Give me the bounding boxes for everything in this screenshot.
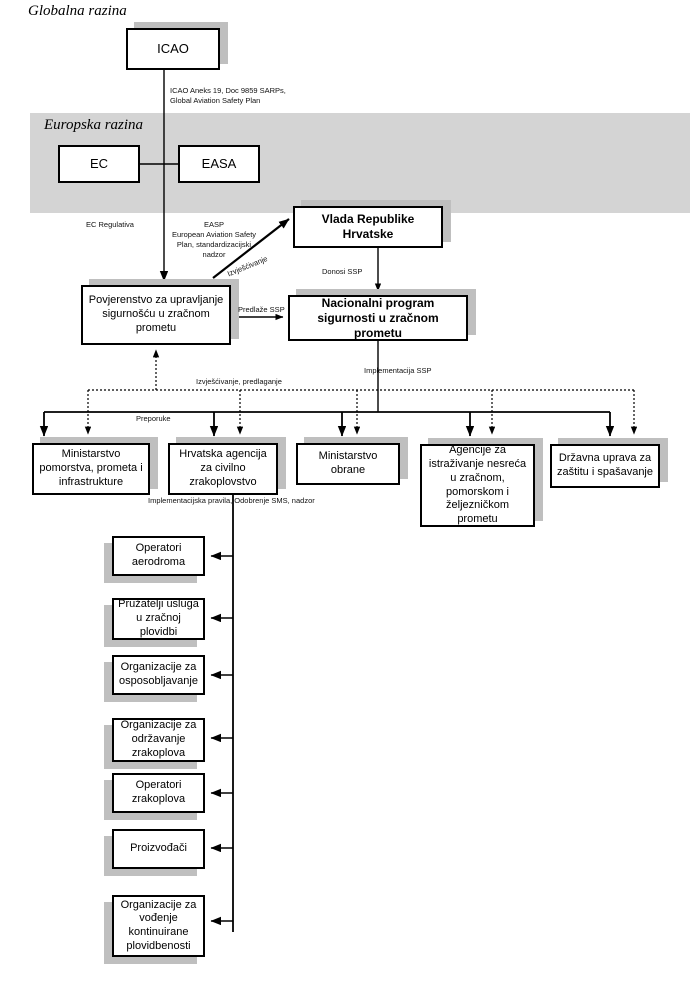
label-ec-regulativa: EC Regulativa: [86, 220, 134, 229]
box-operatori-aerodroma[interactable]: Operatori aerodroma: [112, 536, 205, 576]
europe-level-title: Europska razina: [44, 117, 144, 133]
label-donosi-ssp: Donosi SSP: [322, 267, 363, 276]
label-implementacijska-pravila: Implementacijska pravila, Odobrenje SMS,…: [148, 496, 315, 505]
label-izvjescivanje-predlaganje: Izvješćivanje, predlaganje: [196, 377, 282, 386]
label-easp: EASP European Aviation Safety Plan, stan…: [171, 220, 257, 260]
box-easa[interactable]: EASA: [178, 145, 260, 183]
box-organizacije-za-osposobljavanje[interactable]: Organizacije za osposobljavanje: [112, 655, 205, 695]
box-hrvatska-agencija-civilno-zrakoplovstvo[interactable]: Hrvatska agencija za civilno zrakoplovst…: [168, 443, 278, 495]
label-icao-docs: ICAO Aneks 19, Doc 9859 SARPs, Global Av…: [170, 86, 286, 106]
label-preporuke: Preporuke: [136, 414, 171, 423]
box-ec[interactable]: EC: [58, 145, 140, 183]
box-icao[interactable]: ICAO: [126, 28, 220, 70]
box-vlada-republike-hrvatske[interactable]: Vlada Republike Hrvatske: [293, 206, 443, 248]
box-ministarstvo-obrane[interactable]: Ministarstvo obrane: [296, 443, 400, 485]
box-agencije-istrazivanje-nesreca[interactable]: Agencije za istraživanje nesreća u zračn…: [420, 444, 535, 527]
box-ministarstvo-pomorstva[interactable]: Ministarstvo pomorstva, prometa i infras…: [32, 443, 150, 495]
box-drzavna-uprava-zastita-spasavanje[interactable]: Državna uprava za zaštitu i spašavanje: [550, 444, 660, 488]
box-pruzatelji-usluga-zracna-plovidba[interactable]: Pružatelji usluga u zračnoj plovidbi: [112, 598, 205, 640]
label-implementacija-ssp: Implementacija SSP: [364, 366, 432, 375]
global-level-title: Globalna razina: [28, 3, 127, 19]
box-povjerenstvo[interactable]: Povjerenstvo za upravljanje sigurnošću u…: [81, 285, 231, 345]
europe-level-band: [30, 113, 690, 213]
box-nacionalni-program[interactable]: Nacionalni program sigurnosti u zračnom …: [288, 295, 468, 341]
box-proizvodaci[interactable]: Proizvođači: [112, 829, 205, 869]
box-organizacije-za-odrzavanje-zrakoplova[interactable]: Organizacije za održavanje zrakoplova: [112, 718, 205, 762]
label-predlaze-ssp: Predlaže SSP: [238, 305, 285, 314]
box-organizacije-kontinuirana-plovidbenost[interactable]: Organizacije za vođenje kontinuirane plo…: [112, 895, 205, 957]
box-operatori-zrakoplova[interactable]: Operatori zrakoplova: [112, 773, 205, 813]
